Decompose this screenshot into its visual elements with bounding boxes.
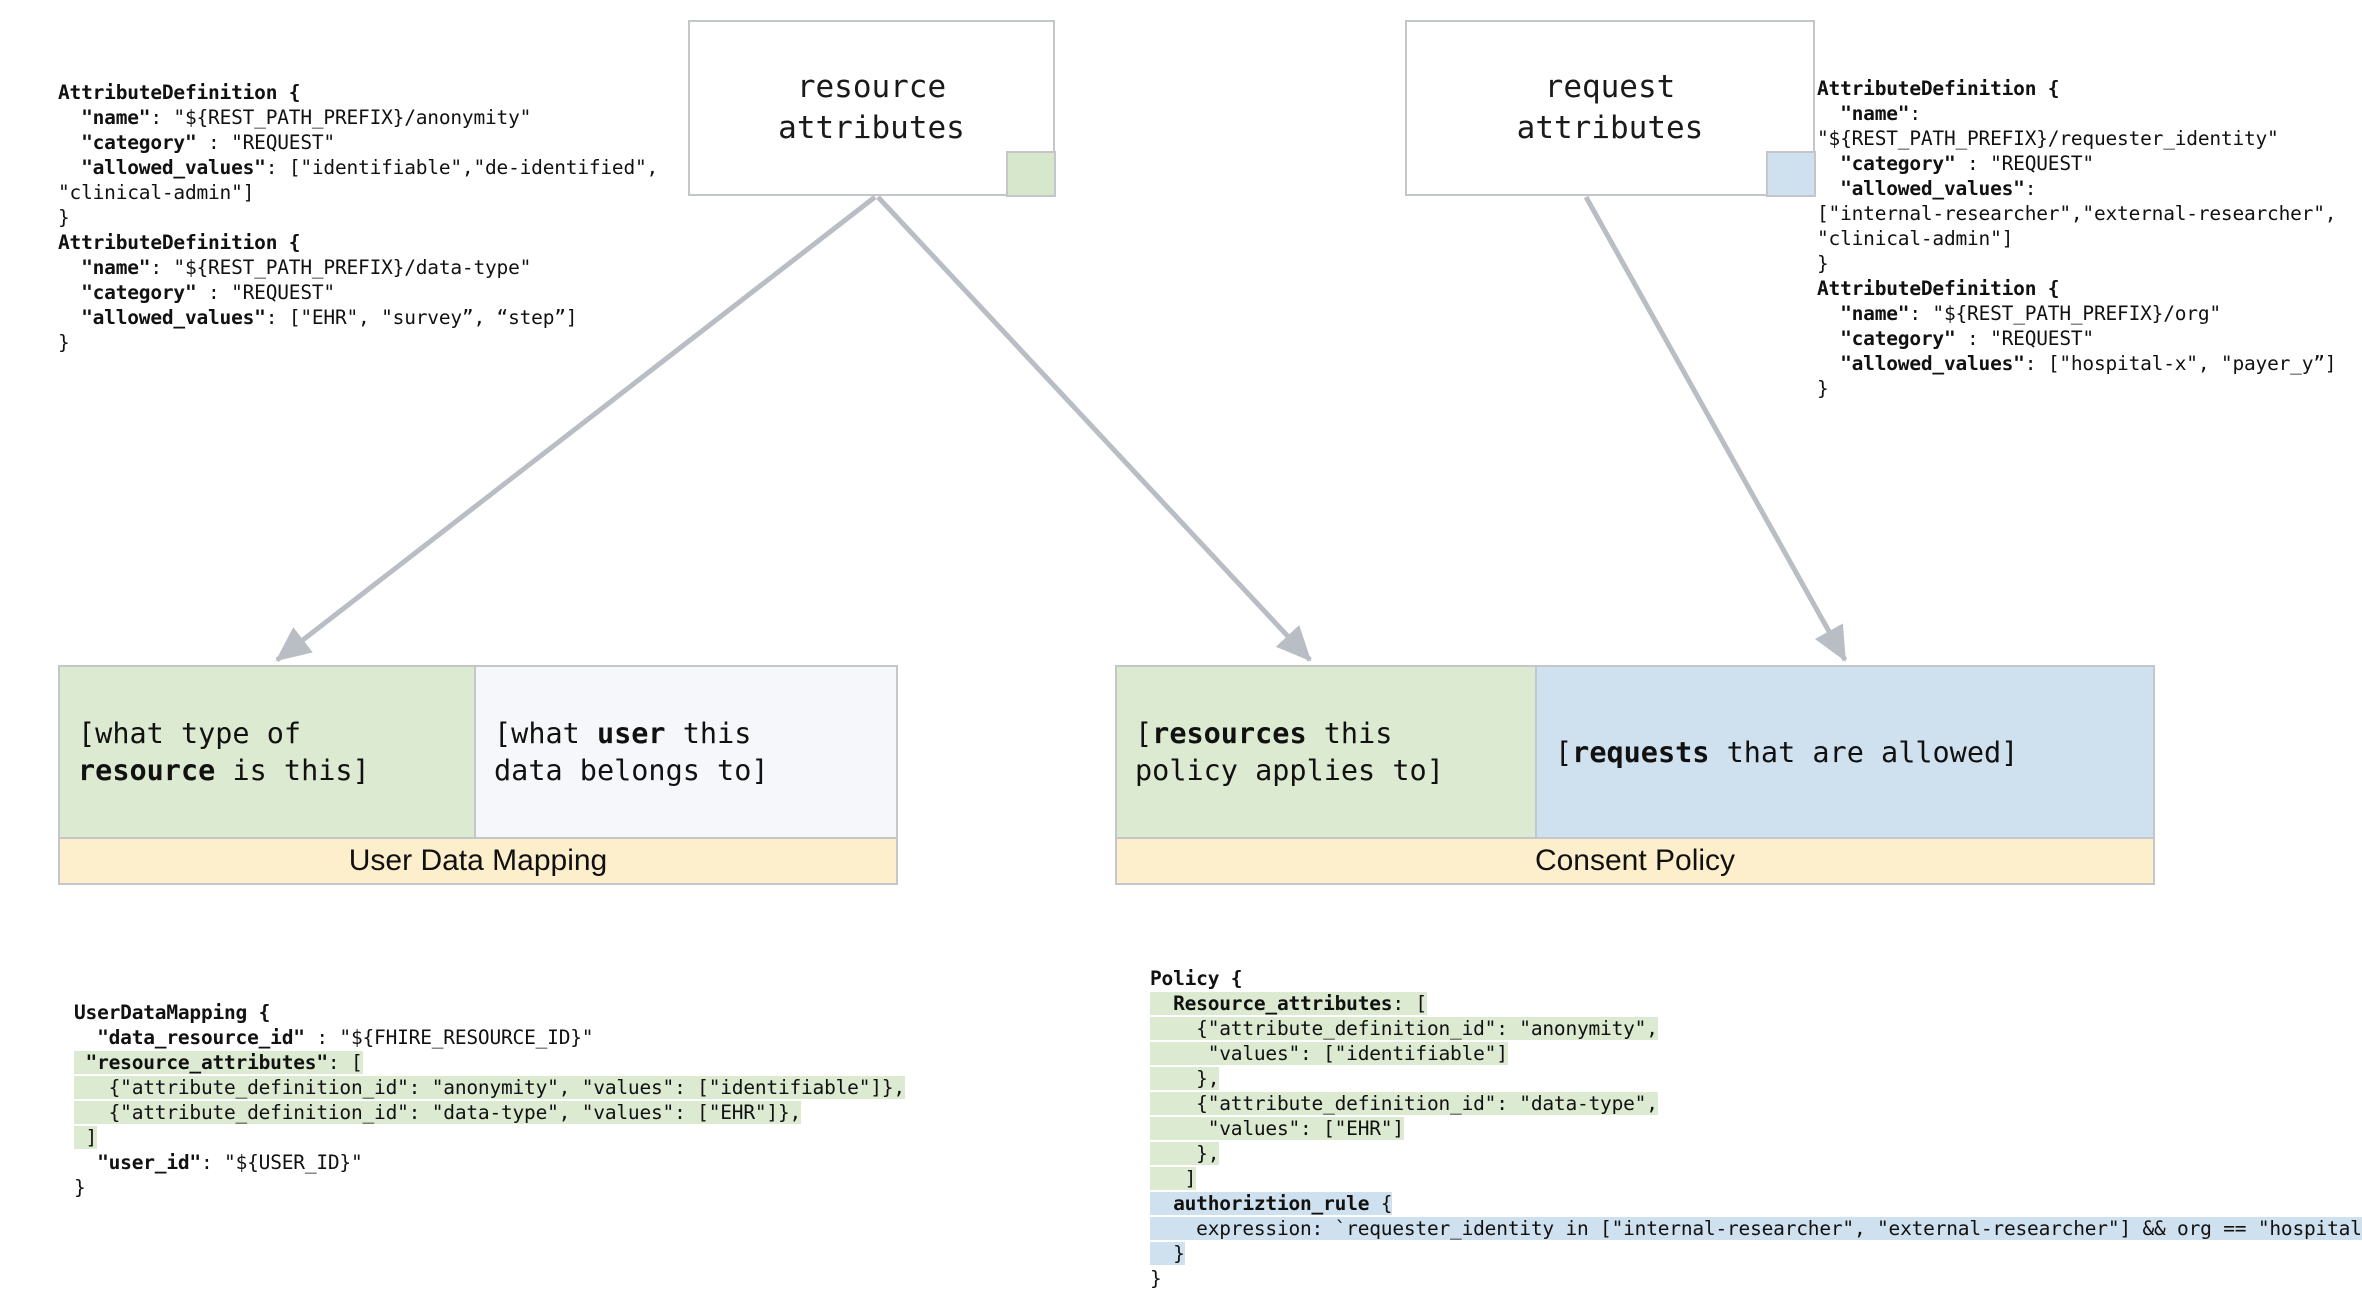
code-line: }: [58, 331, 70, 354]
user-data-mapping-code: UserDataMapping { "data_resource_id" : "…: [74, 1000, 905, 1200]
consent-policy-cell-requests-text: [requests that are allowed]: [1555, 735, 2019, 769]
code-line: ["internal-researcher","external-researc…: [1817, 202, 2337, 225]
code-line: UserDataMapping {: [74, 1001, 271, 1024]
code-line: {"attribute_definition_id": "anonymity",: [1150, 1017, 1658, 1040]
code-line: "user_id": "${USER_ID}": [74, 1151, 363, 1174]
code-line: },: [1150, 1067, 1220, 1090]
request-attributes-label: request attributes: [1516, 69, 1704, 146]
user-data-mapping-footer-label: User Data Mapping: [60, 837, 896, 883]
code-line: AttributeDefinition {: [1817, 77, 2060, 100]
code-line: ]: [74, 1126, 98, 1149]
code-line: AttributeDefinition {: [58, 81, 301, 104]
code-line: "category" : "REQUEST": [1817, 327, 2094, 350]
code-line: "name": "${REST_PATH_PREFIX}/anonymity": [58, 106, 532, 129]
code-line: "clinical-admin"]: [1817, 227, 2014, 250]
code-line: ]: [1150, 1167, 1197, 1190]
consent-policy-footer-label: Consent Policy: [1117, 837, 2153, 883]
code-line: {"attribute_definition_id": "data-type",: [1150, 1092, 1658, 1115]
attribute-definitions-left-code: AttributeDefinition { "name": "${REST_PA…: [58, 80, 658, 355]
code-line: "category" : "REQUEST": [58, 131, 335, 154]
code-line: }: [1150, 1267, 1162, 1290]
consent-policy-cell-requests[interactable]: [requests that are allowed]: [1537, 667, 2153, 837]
code-line: "values": ["identifiable"]: [1150, 1042, 1508, 1065]
code-line: "name": "${REST_PATH_PREFIX}/data-type": [58, 256, 532, 279]
code-line: "data_resource_id" : "${FHIRE_RESOURCE_I…: [74, 1026, 594, 1049]
code-line: "name":: [1817, 102, 1921, 125]
green-swatch-icon: [1005, 150, 1056, 197]
code-line: "values": ["EHR"]: [1150, 1117, 1404, 1140]
blue-swatch-icon: [1765, 150, 1816, 197]
code-line: "allowed_values": ["EHR", "survey”, “ste…: [58, 306, 578, 329]
code-line: "${REST_PATH_PREFIX}/requester_identity": [1817, 127, 2279, 150]
code-line: {"attribute_definition_id": "anonymity",…: [74, 1076, 905, 1099]
code-line: AttributeDefinition {: [1817, 277, 2060, 300]
code-line: AttributeDefinition {: [58, 231, 301, 254]
code-line: }: [1817, 252, 1829, 275]
attribute-definitions-right-code: AttributeDefinition { "name":"${REST_PAT…: [1817, 76, 2337, 401]
code-line: "allowed_values":: [1817, 177, 2037, 200]
arrow-resource-to-consent-policy: [876, 195, 1312, 662]
code-line: {"attribute_definition_id": "data-type",…: [74, 1101, 802, 1124]
code-line: "allowed_values": ["hospital-x", "payer_…: [1817, 352, 2337, 375]
code-line: },: [1150, 1142, 1220, 1165]
code-line: "name": "${REST_PATH_PREFIX}/org": [1817, 302, 2221, 325]
code-line: }: [74, 1176, 86, 1199]
resource-attributes-box[interactable]: resource attributes: [688, 20, 1056, 197]
code-line: Policy {: [1150, 967, 1243, 990]
code-line: expression: `requester_identity in ["int…: [1150, 1216, 2362, 1241]
code-line: }: [58, 206, 70, 229]
code-line: authoriztion_rule {: [1150, 1192, 1393, 1215]
code-line: "category" : "REQUEST": [58, 281, 335, 304]
code-line: }: [1150, 1242, 1185, 1265]
code-line: "clinical-admin"]: [58, 181, 255, 204]
code-line: "allowed_values": ["identifiable","de-id…: [58, 156, 659, 179]
arrow-request-to-consent-policy: [1583, 195, 1848, 662]
code-line: "category" : "REQUEST": [1817, 152, 2094, 175]
policy-code: Policy { Resource_attributes: [ {"attrib…: [1150, 966, 2362, 1291]
code-line: "resource_attributes": [: [74, 1051, 363, 1074]
resource-attributes-label: resource attributes: [778, 69, 965, 146]
code-line: Resource_attributes: [: [1150, 992, 1427, 1015]
request-attributes-box[interactable]: request attributes: [1405, 20, 1816, 197]
code-line: }: [1817, 377, 1829, 400]
